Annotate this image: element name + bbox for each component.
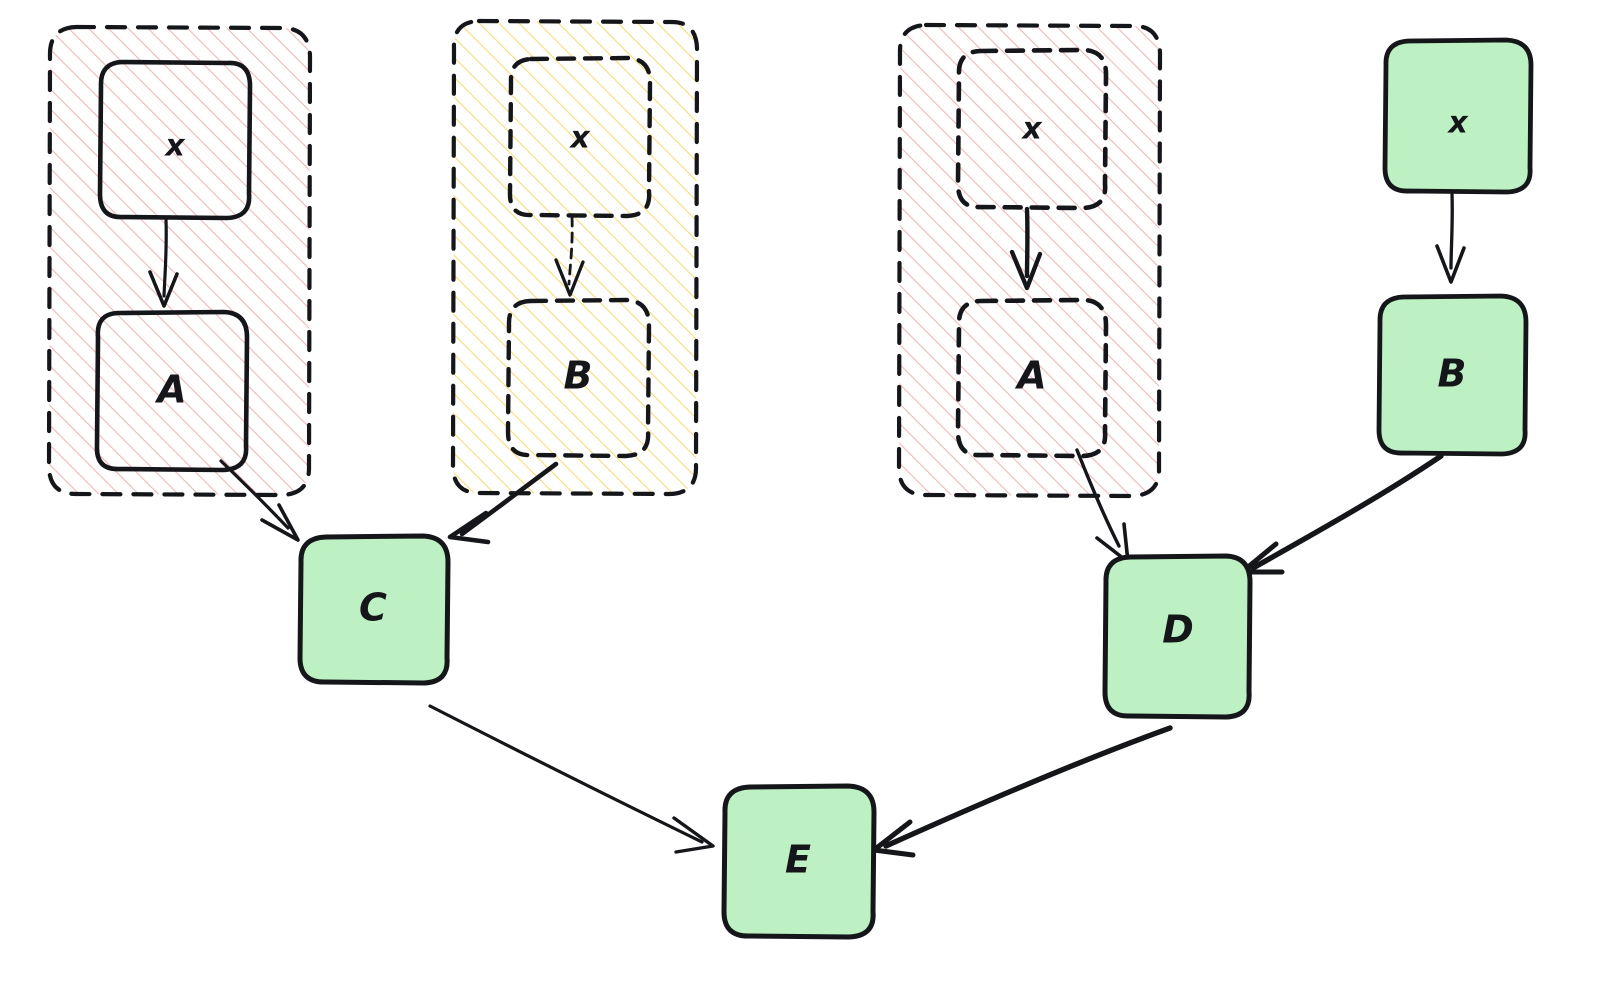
group-3-background: [899, 25, 1160, 496]
node-g1-a-shape: [94, 309, 250, 473]
edge-g2-x-to-b: [554, 215, 585, 297]
node-g2-x-shape: [507, 55, 653, 219]
edge-b4-to-d: [1239, 453, 1444, 575]
group-1-border: [46, 24, 313, 498]
node-free-b-label: B: [1438, 352, 1467, 396]
group-1-background: [49, 27, 310, 495]
edge-g1-x-to-a: [148, 217, 179, 308]
node-g1-x-label: x: [163, 129, 186, 164]
node-g1-a[interactable]: A: [94, 309, 250, 473]
node-g2-b[interactable]: B: [505, 297, 652, 459]
node-g3-a-label: A: [1014, 354, 1046, 398]
node-g3-x[interactable]: x: [955, 47, 1109, 211]
edge-d-to-e: [871, 725, 1173, 858]
group-1[interactable]: x A: [46, 24, 313, 498]
node-free-b-shape: [1376, 293, 1529, 457]
group-2[interactable]: x B: [450, 18, 700, 497]
node-free-x-shape: [1382, 37, 1534, 195]
node-g3-a[interactable]: A: [955, 297, 1109, 459]
node-e-label: E: [785, 838, 811, 882]
node-d-shape: [1102, 553, 1253, 720]
node-g3-x-shape: [955, 47, 1109, 211]
node-g3-x-label: x: [1020, 112, 1043, 147]
node-c[interactable]: C: [297, 533, 451, 686]
node-d-label: D: [1162, 608, 1194, 652]
group-2-background: [453, 21, 697, 494]
node-e[interactable]: E: [721, 783, 877, 940]
node-c-label: C: [359, 586, 387, 630]
node-free-x-label: x: [1446, 106, 1469, 141]
node-g2-x[interactable]: x: [507, 55, 653, 219]
edge-free-x-to-b: [1435, 191, 1466, 284]
node-free-x[interactable]: x: [1382, 37, 1534, 195]
node-g2-b-label: B: [564, 354, 593, 398]
node-d[interactable]: D: [1102, 553, 1253, 720]
node-g2-x-label: x: [568, 121, 591, 156]
edge-c-to-e: [428, 704, 715, 854]
group-3[interactable]: x A: [896, 22, 1163, 499]
node-c-shape: [297, 533, 451, 686]
group-3-border: [896, 22, 1163, 499]
edge-a-to-c: [219, 459, 300, 542]
edge-g3-x-to-a: [1009, 206, 1043, 291]
edge-b-to-c: [447, 461, 559, 545]
node-e-shape: [721, 783, 877, 940]
group-2-border: [450, 18, 700, 497]
node-g2-b-shape: [505, 297, 652, 459]
node-g1-x[interactable]: x: [97, 59, 253, 221]
node-g1-x-shape: [97, 59, 253, 221]
node-g1-a-label: A: [154, 368, 186, 412]
node-g3-a-shape: [955, 297, 1109, 459]
node-free-b[interactable]: B: [1376, 293, 1529, 457]
